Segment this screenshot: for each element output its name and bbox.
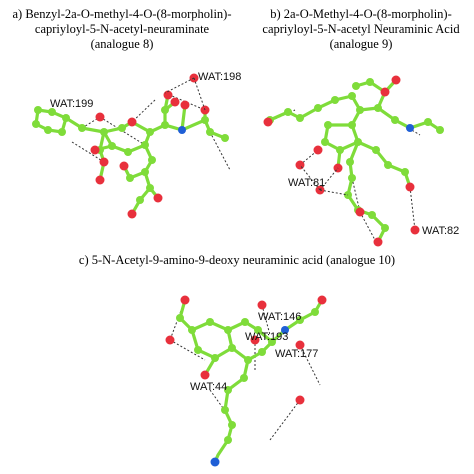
caption-a-line3: (analogue 8) bbox=[90, 37, 154, 51]
caption-b-line2: capriyloyl-5-N-acetyl Neuraminic Acid bbox=[262, 22, 460, 36]
caption-b: b) 2a-O-Methyl-4-O-(8-morpholin)- capriy… bbox=[248, 7, 474, 52]
label-wat-82: WAT:82 bbox=[422, 225, 459, 237]
label-wat-199: WAT:199 bbox=[50, 98, 93, 110]
label-wat-193: WAT:193 bbox=[245, 331, 288, 343]
molecule-b: WAT:81 WAT:82 bbox=[263, 75, 459, 247]
label-wat-198: WAT:198 bbox=[198, 71, 241, 83]
caption-a-line2: capriyloyl-5-N-acetyl-neuraminate bbox=[34, 22, 210, 36]
water-44-atom bbox=[165, 335, 175, 345]
label-wat-81: WAT:81 bbox=[288, 177, 325, 189]
caption-b-line1: b) 2a-O-Methyl-4-O-(8-morpholin)- bbox=[270, 7, 452, 21]
label-wat-44: WAT:44 bbox=[190, 381, 227, 393]
caption-c-line1: c) 5-N-Acetyl-9-amino-9-deoxy neuraminic… bbox=[78, 253, 396, 267]
hbonds-b bbox=[267, 109, 421, 241]
water-146-atom bbox=[257, 300, 267, 310]
label-wat-177: WAT:177 bbox=[275, 348, 318, 360]
water-177-atom bbox=[295, 340, 305, 350]
atoms-b bbox=[263, 75, 444, 247]
water-199-atom bbox=[95, 112, 105, 122]
molecule-a: WAT:198 WAT:199 bbox=[32, 71, 241, 219]
caption-a-line1: a) Benzyl-2a-O-methyl-4-O-(8-morpholin)- bbox=[12, 7, 232, 21]
water-193-atom bbox=[250, 335, 260, 345]
caption-a: a) Benzyl-2a-O-methyl-4-O-(8-morpholin)-… bbox=[2, 7, 242, 52]
caption-b-line3: (analogue 9) bbox=[329, 37, 393, 51]
atoms-a bbox=[32, 73, 229, 219]
molecule-c: WAT:146 WAT:193 WAT:177 WAT:44 bbox=[165, 295, 327, 467]
water-82-atom bbox=[410, 225, 420, 235]
label-wat-146: WAT:146 bbox=[258, 311, 301, 323]
atoms-c bbox=[165, 295, 327, 467]
caption-c: c) 5-N-Acetyl-9-amino-9-deoxy neuraminic… bbox=[10, 253, 464, 268]
bonds-b bbox=[268, 78, 442, 244]
